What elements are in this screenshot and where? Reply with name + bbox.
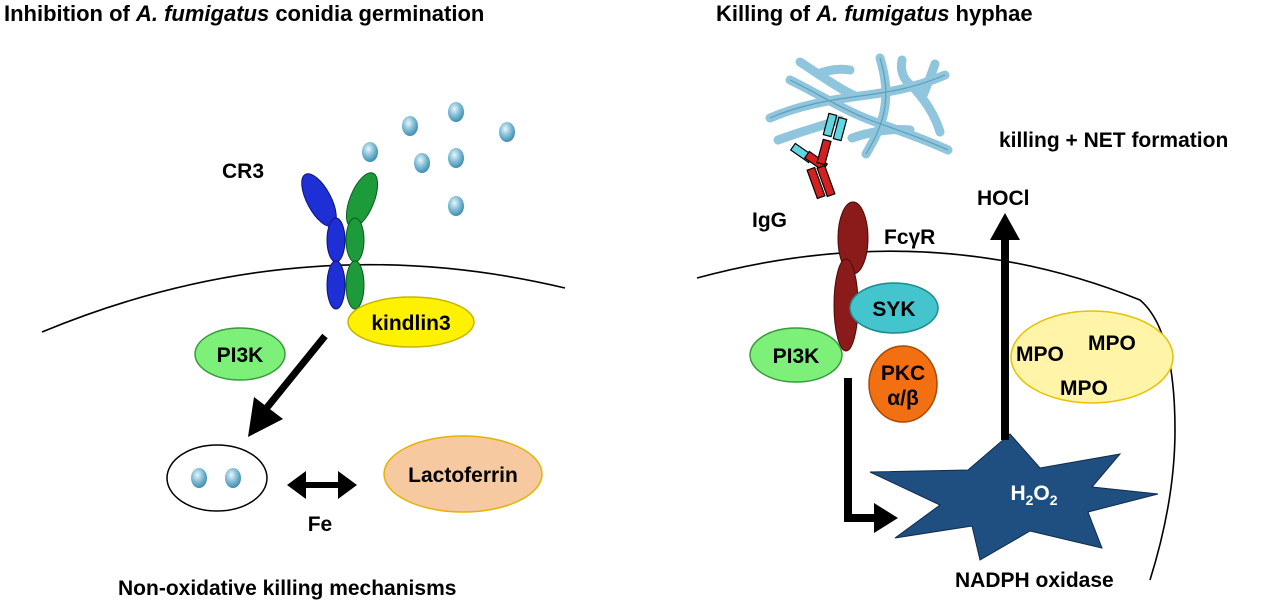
fcgr-receptor — [833, 201, 869, 352]
igg-label: IgG — [752, 209, 787, 232]
pi3k-node-right — [749, 327, 843, 383]
pkc-isoform-label: α/β — [887, 387, 919, 410]
non-oxidative-label: Non-oxidative killing mechanisms — [118, 577, 456, 600]
pi3k-label-left: PI3K — [217, 344, 264, 367]
igg-antibody-1 — [789, 142, 836, 200]
conidia-cluster — [362, 102, 515, 216]
mpo-granule — [1010, 310, 1174, 404]
cr3-beta-head — [345, 172, 379, 228]
left-panel-title: Inhibition of A. fumigatus conidia germi… — [4, 1, 484, 26]
mpo-label: MPO — [1088, 332, 1136, 355]
mpo-label: MPO — [1016, 343, 1064, 366]
hocl-label: HOCl — [977, 187, 1030, 210]
lactoferrin-node — [383, 435, 543, 513]
kindlin3-label: kindlin3 — [371, 312, 450, 335]
left-cell-membrane — [41, 263, 566, 333]
lactoferrin-label: Lactoferrin — [408, 464, 518, 487]
syk-node — [849, 282, 939, 334]
cr3-label: CR3 — [222, 160, 264, 183]
iron-exchange-arrow — [287, 471, 357, 499]
cr3-beta-tail — [345, 260, 365, 310]
pkc-node — [868, 345, 938, 423]
igg-antibody-2 — [816, 112, 848, 166]
conidium — [448, 102, 464, 122]
conidium — [448, 196, 464, 216]
mpo-label: MPO — [1060, 377, 1108, 400]
iron-label: Fe — [308, 513, 333, 536]
conidium — [362, 142, 378, 162]
hyphae-network — [765, 53, 953, 159]
pkc-label: PKC — [881, 362, 925, 385]
hyphae-network-outline — [769, 57, 949, 155]
right-panel-title: Killing of A. fumigatus hyphae — [716, 1, 1033, 26]
syk-label: SYK — [872, 298, 915, 321]
phagosome — [166, 444, 268, 512]
conidium — [225, 468, 241, 488]
nadph-oxidase-label: NADPH oxidase — [955, 569, 1114, 592]
pi3k-node-left — [194, 327, 286, 381]
conidium — [191, 468, 207, 488]
h2o2-burst — [869, 433, 1159, 561]
pi3k-label-right: PI3K — [773, 345, 820, 368]
conidium — [402, 116, 418, 136]
signaling-arrow-left — [248, 333, 328, 437]
kindlin3-node — [347, 296, 475, 348]
killing-net-label: killing + NET formation — [999, 129, 1228, 152]
fcgr-label: FcγR — [884, 226, 935, 249]
signaling-arrow-right — [844, 378, 898, 533]
conidium — [499, 122, 515, 142]
conidium — [448, 148, 464, 168]
h2o2-label: H2O2 — [1010, 482, 1057, 508]
conidium — [414, 153, 430, 173]
cr3-receptor — [301, 172, 379, 310]
cr3-alpha-stalk — [326, 217, 346, 263]
hocl-arrow — [990, 213, 1020, 440]
cr3-beta-stalk — [345, 217, 365, 263]
cr3-alpha-tail — [326, 260, 346, 310]
